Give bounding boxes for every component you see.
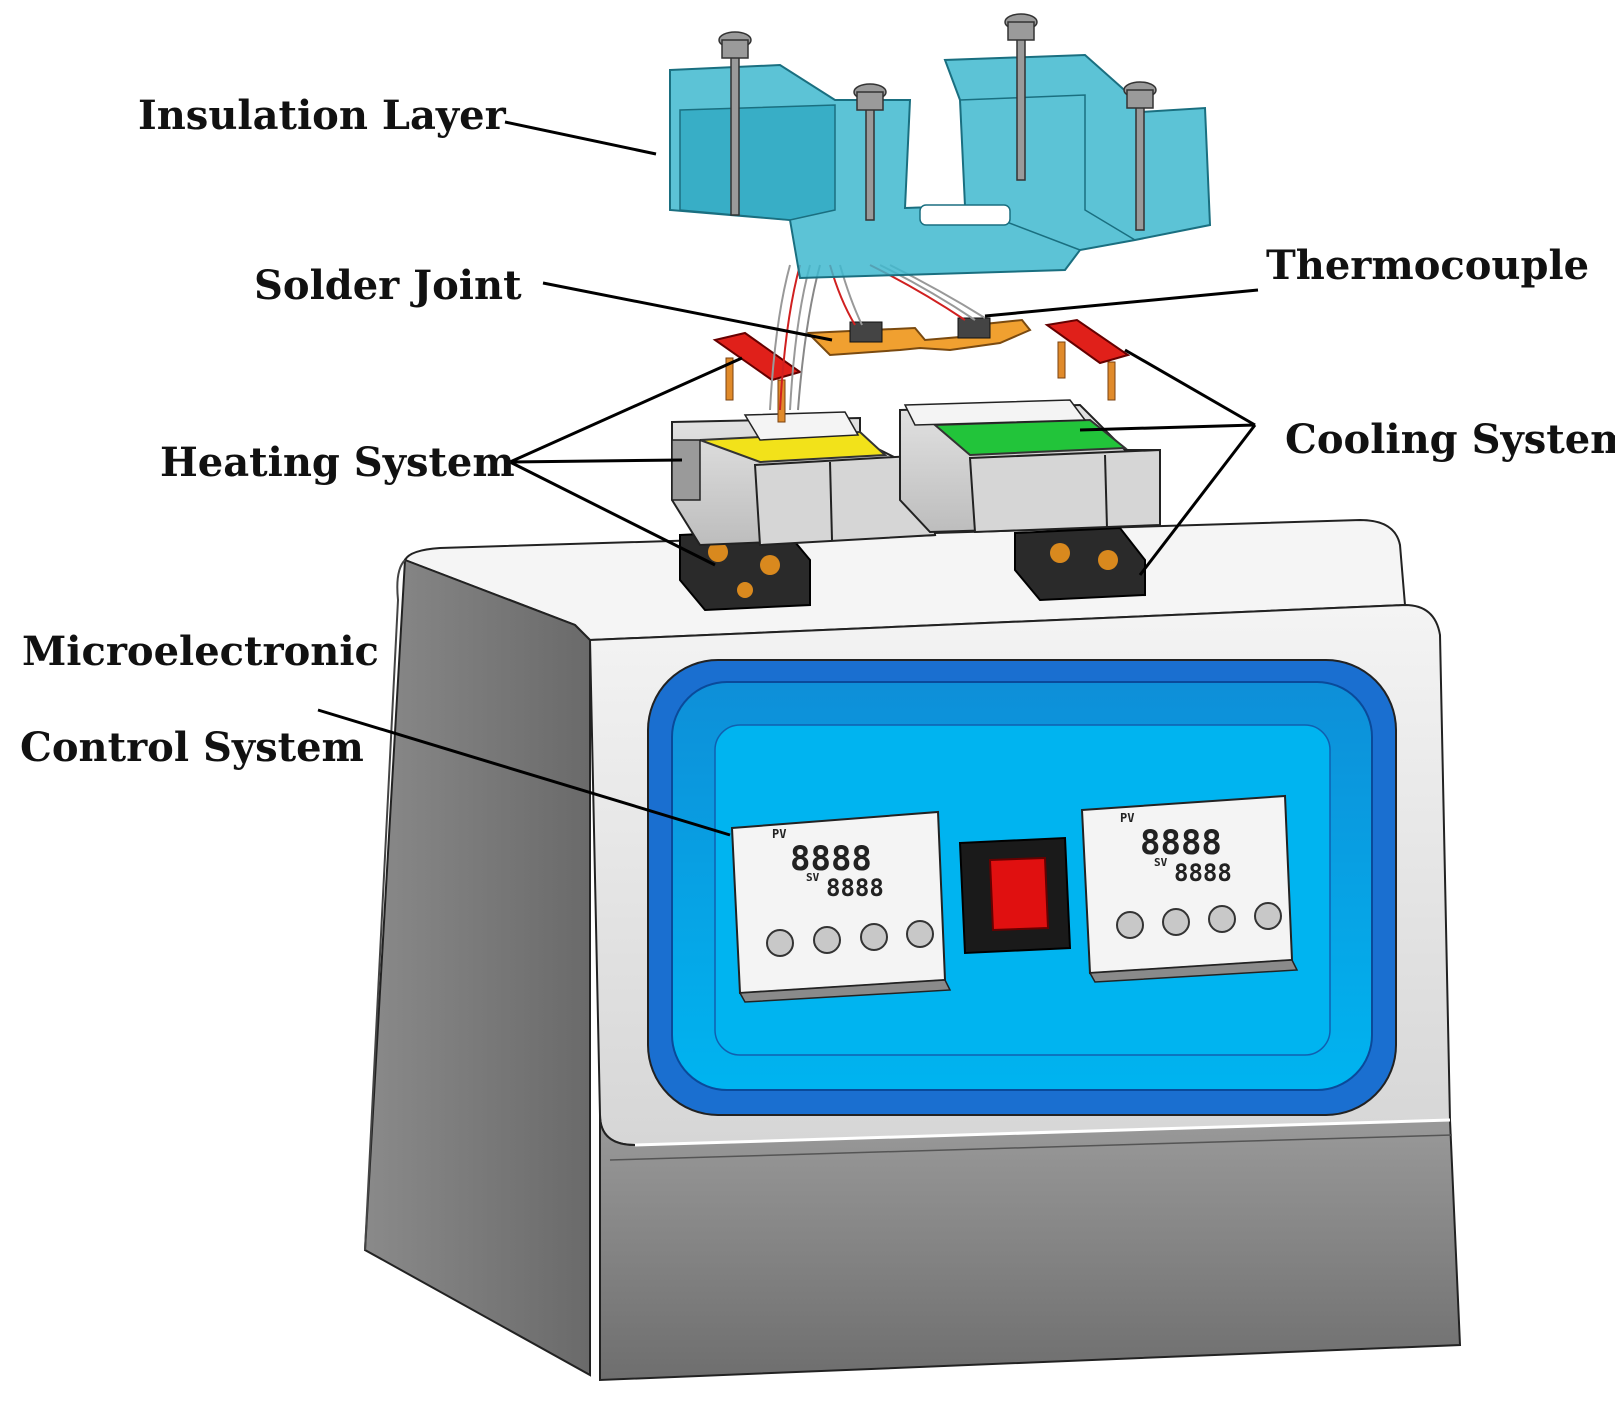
label-thermocouple: Thermocouple — [1266, 242, 1590, 289]
insulation-layer — [669, 13, 1212, 280]
controller-button[interactable] — [906, 920, 934, 948]
leader-lines — [317, 120, 1259, 837]
controller-button[interactable] — [860, 923, 888, 951]
pv-tag: PV — [1120, 811, 1134, 825]
temperature-controller-right — [1080, 794, 1299, 983]
sv-tag: SV — [806, 871, 820, 884]
cooling-fan-block — [1014, 526, 1146, 602]
sv-tag: SV — [1154, 856, 1168, 869]
sv-display: 8888 — [826, 874, 884, 902]
power-switch[interactable] — [958, 836, 1072, 955]
heating-fan-block — [679, 528, 811, 612]
cooling-block — [899, 399, 1161, 534]
pv-display: 8888 — [790, 839, 872, 879]
heating-block — [671, 411, 937, 547]
pv-tag: PV — [772, 827, 786, 841]
heating-clamp — [712, 331, 803, 423]
controller-button[interactable] — [813, 926, 841, 954]
sv-display: 8888 — [1174, 859, 1232, 887]
cooling-clamp — [1044, 318, 1131, 401]
label-solder-joint: Solder Joint — [254, 262, 522, 309]
solder-board — [805, 317, 1032, 357]
controller-button[interactable] — [1116, 911, 1144, 939]
left-readout: PV 8888 SV 8888 — [772, 827, 884, 902]
label-insulation-layer: Insulation Layer — [138, 92, 506, 139]
temperature-controller-left — [730, 810, 952, 1003]
controller-button[interactable] — [1254, 902, 1282, 930]
controller-button[interactable] — [1208, 905, 1236, 933]
label-control-system-line2: Control System — [20, 724, 364, 771]
label-cooling-system: Cooling System — [1285, 416, 1615, 463]
label-control-system-line1: Microelectronic — [22, 628, 379, 675]
right-readout: PV 8888 SV 8888 — [1120, 811, 1232, 887]
pv-display: 8888 — [1140, 823, 1222, 863]
controller-button[interactable] — [1162, 908, 1190, 936]
controller-button[interactable] — [766, 929, 794, 957]
label-heating-system: Heating System — [160, 439, 515, 486]
